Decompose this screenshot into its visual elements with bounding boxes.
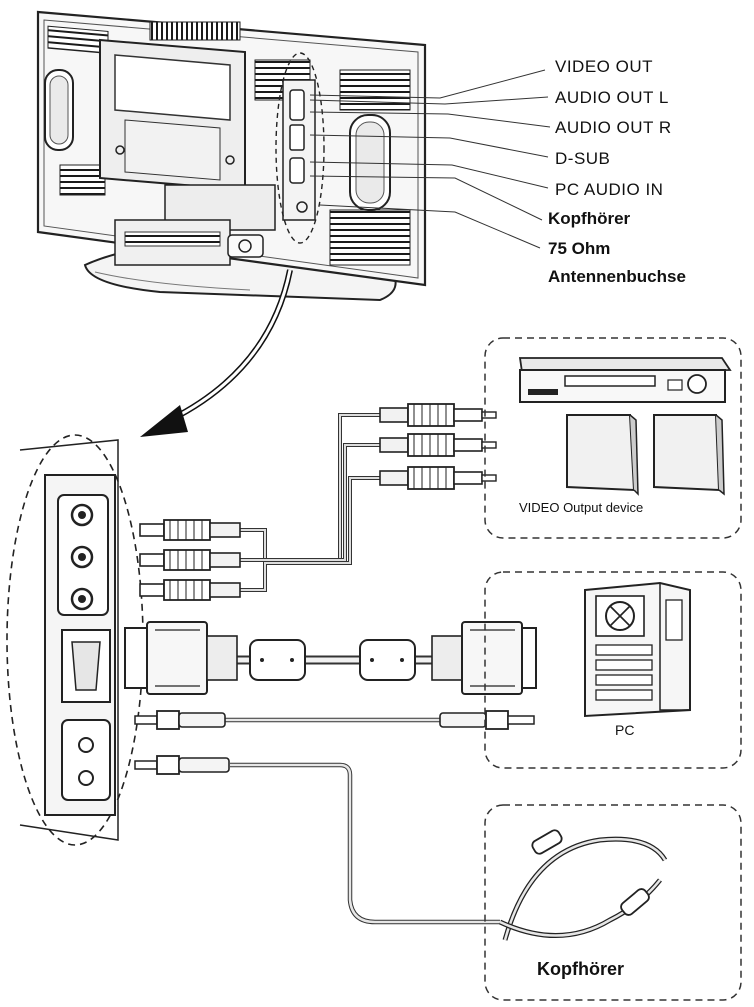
headphone-device-box <box>484 804 742 1001</box>
video-recorder-icon <box>518 357 732 403</box>
label-video-out: VIDEO OUT <box>555 57 653 76</box>
tv-rear-view-icon <box>36 10 427 302</box>
pc-device-box <box>484 571 742 769</box>
label-pc-audio-in: PC AUDIO IN <box>555 180 663 199</box>
port-leader-lines <box>309 69 551 249</box>
video-device-box <box>484 337 742 539</box>
label-antenna-line2: Antennenbuchse <box>548 267 686 286</box>
rca-plug-icon <box>139 519 241 601</box>
speaker-icon <box>566 414 725 496</box>
label-pc: PC <box>615 722 634 738</box>
rca-plug-icon <box>379 403 497 490</box>
label-video-output-device: VIDEO Output device <box>519 500 643 515</box>
zoom-arrow-icon <box>140 269 293 437</box>
headphones-icon <box>498 829 668 941</box>
label-audio-out-r: AUDIO OUT R <box>555 118 672 137</box>
label-antenna-line1: 75 Ohm <box>548 239 610 258</box>
zoomed-port-panel <box>6 434 144 846</box>
label-kopfhoerer-port: Kopfhörer <box>548 209 631 228</box>
label-audio-out-l: AUDIO OUT L <box>555 88 669 107</box>
vga-connector-icon <box>124 621 537 695</box>
cables <box>225 413 500 925</box>
pc-tower-icon <box>584 581 691 718</box>
label-d-sub: D-SUB <box>555 149 610 168</box>
label-kopfhoerer-device: Kopfhörer <box>537 959 624 979</box>
audio-jack-icon <box>134 710 535 775</box>
